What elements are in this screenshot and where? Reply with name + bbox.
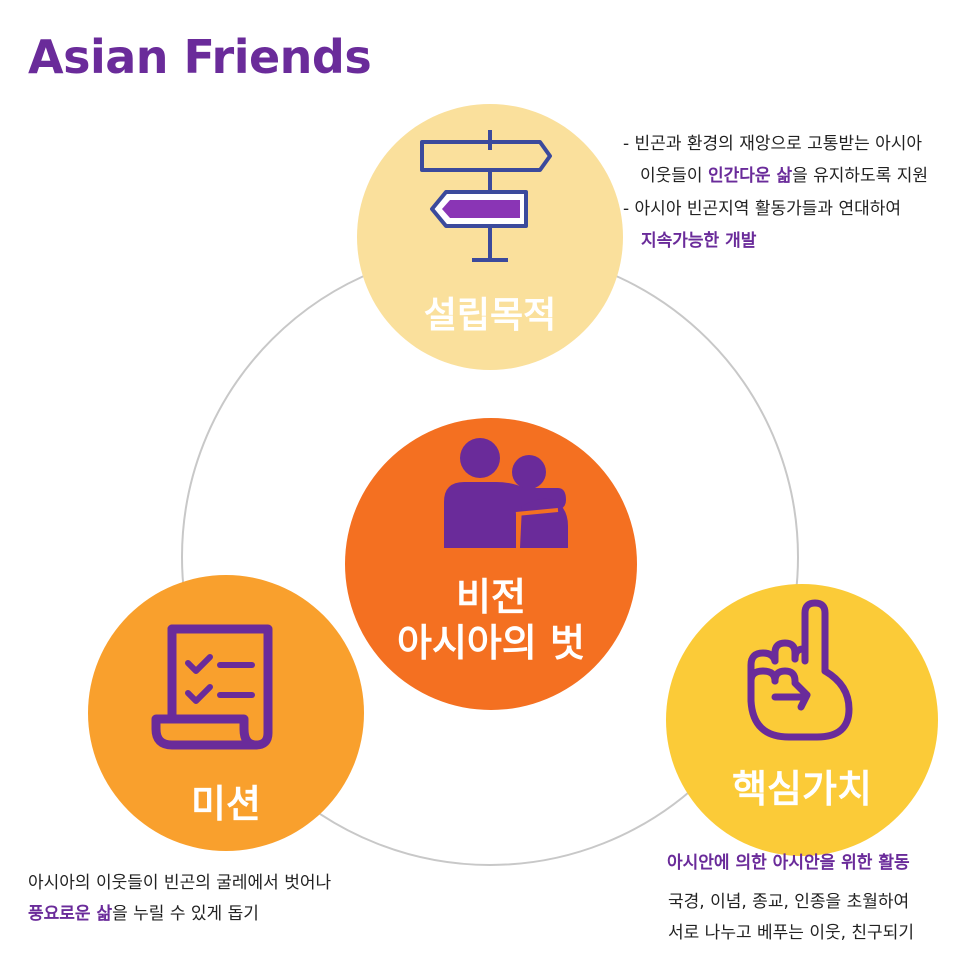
bullet-dash: - (623, 134, 635, 154)
purpose-bullet-2: - 아시아 빈곤지역 활동가들과 연대하여 (623, 201, 901, 218)
purpose-label: 설립목적 (423, 295, 557, 336)
highlight-humane-life: 인간다운 삶 (707, 166, 793, 186)
vision-subtitle: 아시아의 벗 (396, 621, 586, 665)
bullet-1-line-1: 빈곤과 환경의 재앙으로 고통받는 아시아 (634, 134, 923, 154)
bullet-2-line-1: 아시아 빈곤지역 활동가들과 연대하여 (634, 199, 901, 219)
core-values-heading: 아시안에 의한 아시안을 위한 활동 (667, 853, 910, 873)
vision-label: 비전 (456, 575, 526, 619)
mission-circle (88, 575, 364, 851)
mission-text-line-2: 풍요로운 삶을 누릴 수 있게 돕기 (28, 906, 259, 923)
core-values-text-line-1: 국경, 이념, 종교, 인종을 초월하여 (668, 892, 910, 912)
bullet-1-line-2-pre: 이웃들이 (640, 166, 708, 186)
bullet-1-line-2-post: 을 유지하도록 지원 (792, 166, 929, 186)
bullet-dash: - (623, 199, 635, 219)
purpose-bullet-1-line-2: 이웃들이 인간다운 삶을 유지하도록 지원 (640, 168, 928, 185)
purpose-bullet-1: - 빈곤과 환경의 재앙으로 고통받는 아시아 (623, 136, 922, 153)
friends-icon (444, 438, 568, 548)
pointing-hand-icon (747, 599, 853, 741)
core-values-label: 핵심가치 (732, 767, 872, 811)
highlight-sustainable-development: 지속가능한 개발 (641, 231, 757, 251)
mission-label: 미션 (191, 782, 261, 826)
page-title: Asian Friends (28, 30, 372, 84)
signpost-icon (420, 130, 552, 262)
highlight-abundant-life: 풍요로운 삶 (28, 904, 113, 924)
mission-text-line-1: 아시아의 이웃들이 빈곤의 굴레에서 벗어나 (28, 873, 332, 893)
checklist-icon (151, 624, 273, 750)
mission-text-line-2-post: 을 누릴 수 있게 돕기 (112, 904, 259, 924)
core-values-text-line-2: 서로 나누고 베푸는 이웃, 친구되기 (668, 923, 914, 943)
